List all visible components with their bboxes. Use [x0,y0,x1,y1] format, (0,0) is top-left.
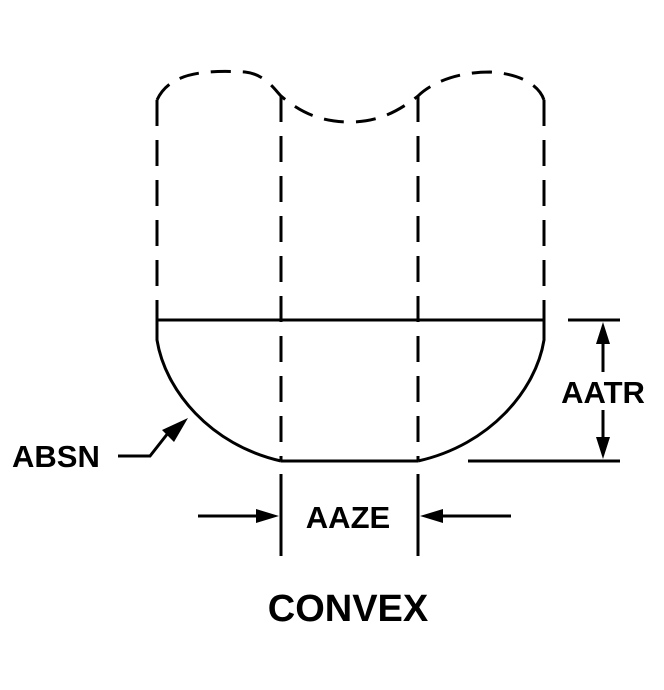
profile-label: ABSN [12,439,100,474]
height-arrow-up [596,322,610,344]
height-label: AATR [561,375,645,410]
width-label: AAZE [306,500,390,535]
width-arrow-right [420,509,443,523]
profile-leader-line [118,427,174,458]
profile-leader-arrow [162,418,188,442]
convex-profile-left [155,320,282,463]
top-break-line [155,69,546,124]
diagram-title: CONVEX [268,588,429,630]
height-arrow-down [596,437,610,459]
convex-profile-right [417,320,546,463]
width-arrow-left [256,509,279,523]
